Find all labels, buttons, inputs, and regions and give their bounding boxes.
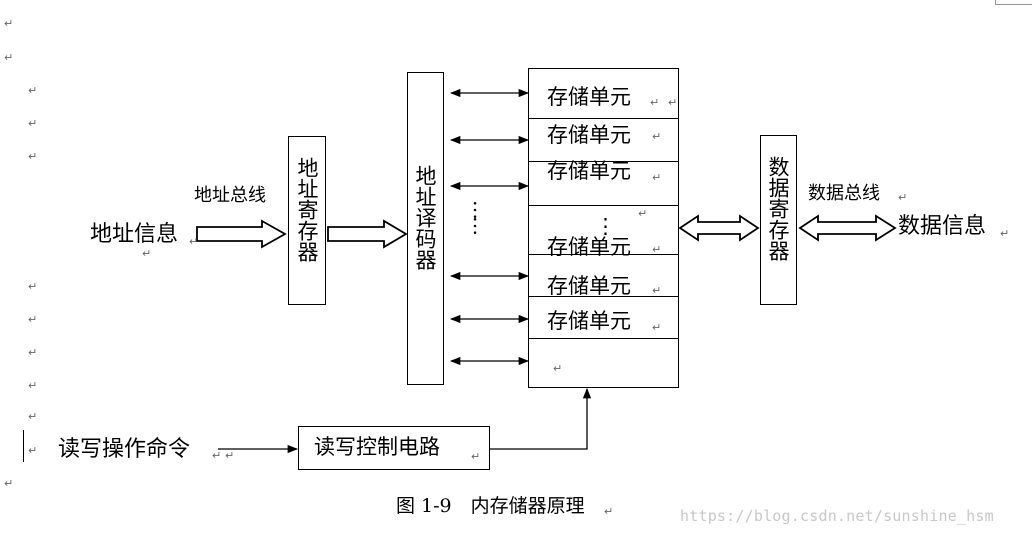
register-to-decoder-arrow [327,219,408,249]
address-register-box: 地址寄存器 [288,136,326,305]
figure-caption: 图 1-9 内存储器原理 [396,495,585,517]
paragraph-mark: ↵ [4,17,14,30]
data-register-label: 数据寄存器 [766,156,790,261]
rw-command-label: 读写操作命令 [58,437,191,462]
paragraph-mark: ↵ [142,247,152,260]
paragraph-mark: ↵ [652,130,662,143]
paragraph-mark: ↵ [28,444,38,457]
address-decoder-box: 地址译码器 [407,72,444,385]
address-info-arrow [196,219,287,249]
paragraph-mark: ↵ [28,410,38,423]
paragraph-mark: ↵ [650,96,660,109]
paragraph-mark: ↵ [28,313,38,326]
data-info-label: 数据信息 [898,214,987,239]
paragraph-mark: ↵ [28,280,38,293]
paragraph-mark: ↵ [638,207,648,220]
memory-cell: 存储单元 [529,161,678,206]
paragraph-mark: ↵ [652,171,662,184]
paragraph-mark: ↵ [4,477,14,490]
paragraph-mark: ↵ [668,96,678,109]
page-corner-mark [995,0,1032,5]
rw-control-label: 读写控制电路 [314,435,440,459]
paragraph-mark: ↵ [652,321,662,334]
paragraph-mark: ↵ [189,235,199,248]
paragraph-mark: ↵ [652,284,662,297]
address-info-label: 地址信息 [90,222,179,247]
address-decoder-label: 地址译码器 [413,165,437,270]
paragraph-mark: ↵ [28,84,38,97]
data-bus-label: 数据总线 [808,183,880,204]
paragraph-mark: ↵ [4,51,14,64]
paragraph-mark: ↵ [212,449,222,462]
control-to-memory-arrow [490,387,592,450]
watermark-url: https://blog.csdn.net/sunshine_hsm [680,507,994,525]
memory-cell-ellipsis: ⋮存储单元 [529,206,678,259]
address-bus-label: 地址总线 [194,185,266,206]
memory-cell: 存储单元 [529,255,678,297]
memory-array: 存储单元 存储单元 存储单元 ⋮存储单元 存储单元 存储单元 ↵ [528,68,679,388]
paragraph-mark: ↵ [28,117,38,130]
data-info-arrow [798,214,897,242]
paragraph-mark: ↵ [28,346,38,359]
rw-control-box: 读写控制电路 ↵ [298,426,490,470]
paragraph-mark: ↵ [1000,227,1010,240]
paragraph-mark: ↵ [28,150,38,163]
paragraph-mark: ↵ [471,450,481,463]
paragraph-mark: ↵ [604,505,614,518]
memory-data-register-arrow [678,214,760,242]
paragraph-mark: ↵ [553,362,563,375]
text-cursor [23,430,24,462]
paragraph-mark: ↵ [225,449,235,462]
paragraph-mark: ↵ [898,191,908,204]
address-register-label: 地址寄存器 [295,157,319,262]
paragraph-mark: ↵ [652,243,662,256]
memory-cell: 存储单元 [529,69,678,119]
memory-cell: 存储单元 [529,119,678,162]
memory-cell: 存储单元 [529,297,678,339]
data-register-box: 数据寄存器 [760,135,797,305]
decoder-lines-ellipsis: …… [469,200,493,232]
paragraph-mark: ↵ [28,379,38,392]
memory-cell-label: 存储单元 [547,235,631,259]
